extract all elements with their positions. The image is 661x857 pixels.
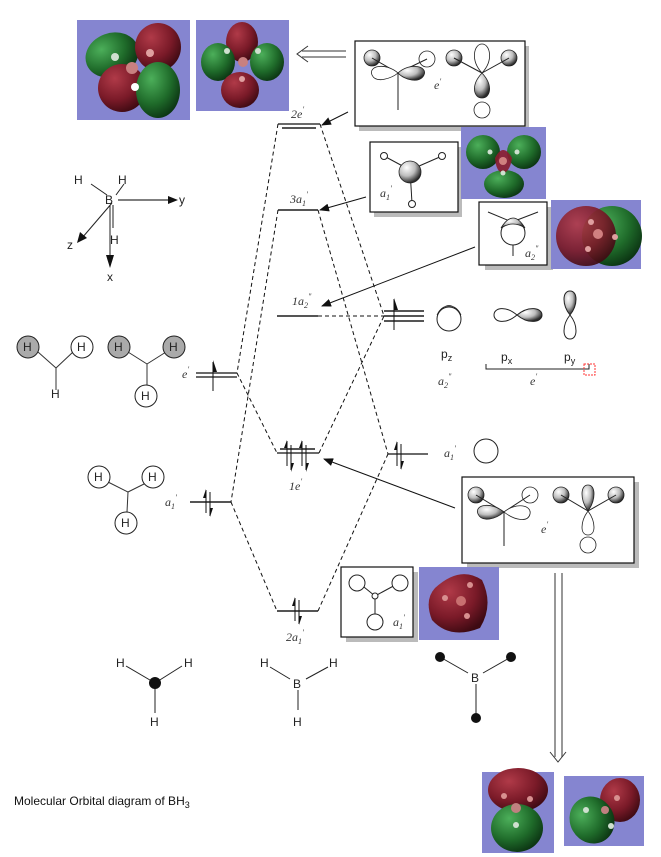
- symmetry-box-a1-upper: a1': [369, 141, 462, 217]
- level-2e: 2e': [278, 105, 320, 129]
- electron-pair-2: [299, 440, 309, 472]
- double-arrow-left-icon: [296, 45, 346, 63]
- z-axis-label: z: [67, 238, 73, 252]
- svg-text:H: H: [77, 340, 86, 354]
- svg-text:a1': a1': [165, 493, 177, 511]
- svg-text:B: B: [105, 193, 113, 207]
- py-orbital: py: [563, 290, 577, 366]
- mo-render-2e-b: [196, 20, 289, 111]
- h3-fragment-e-b: H H H: [107, 335, 186, 408]
- pz-orbital: pz a2": [436, 305, 462, 390]
- svg-text:a1': a1': [444, 444, 456, 462]
- svg-text:2e': 2e': [291, 105, 304, 121]
- x-axis-label: x: [107, 270, 113, 284]
- svg-text:H: H: [169, 340, 178, 354]
- svg-text:py: py: [564, 350, 576, 366]
- svg-text:H: H: [110, 233, 119, 247]
- ligand-level-a1: a1': [165, 489, 231, 517]
- px-orbital: px: [493, 308, 543, 366]
- b-dot-structure: B: [435, 652, 516, 723]
- svg-text:H: H: [148, 470, 157, 484]
- level-2a1: 2a1': [277, 597, 318, 646]
- svg-text:3a1': 3a1': [289, 190, 308, 208]
- level-1e: 1e': [277, 440, 319, 493]
- diagram-caption: Molecular Orbital diagram of BH3: [14, 794, 190, 810]
- svg-text:1a2": 1a2": [292, 292, 312, 310]
- correlation-lines: [230, 123, 389, 612]
- mo-render-1e-a: [482, 768, 554, 853]
- level-1a2: 1a2": [277, 292, 318, 317]
- svg-text:px: px: [501, 350, 513, 366]
- boron-level-p: [384, 298, 424, 330]
- y-axis-label: y: [179, 193, 185, 207]
- svg-text:H: H: [260, 656, 269, 670]
- svg-text:H: H: [116, 656, 125, 670]
- symmetry-box-a2: a2": [478, 201, 553, 270]
- svg-text:H: H: [329, 656, 338, 670]
- svg-text:e': e': [182, 365, 189, 381]
- electron-pair-1: [284, 440, 294, 472]
- boron-level-a1: a1': [388, 438, 499, 470]
- svg-text:H: H: [94, 470, 103, 484]
- s-orbital-icon: [473, 438, 499, 464]
- svg-text:1e': 1e': [289, 477, 302, 493]
- symmetry-box-bottom-e: e': [461, 476, 639, 568]
- h3-fragment-a1: H H H: [87, 465, 165, 535]
- symmetry-box-a1-lower: a1': [340, 566, 418, 642]
- svg-text:H: H: [184, 656, 193, 670]
- svg-text:B: B: [293, 677, 301, 691]
- svg-text:H: H: [141, 389, 150, 403]
- level-3a1: 3a1': [278, 190, 318, 211]
- svg-text:a2": a2": [438, 372, 452, 390]
- error-marker-icon: [583, 363, 596, 376]
- mo-render-1e-b: [564, 776, 644, 846]
- svg-text:H: H: [23, 340, 32, 354]
- svg-text:pz: pz: [441, 347, 453, 363]
- coordinate-axes: H H B H y z x: [67, 173, 185, 284]
- symmetry-box-top-e: e': [354, 40, 529, 131]
- h3-dot-structure: H H H: [116, 656, 193, 729]
- svg-text:H: H: [118, 173, 127, 187]
- svg-text:e': e': [530, 372, 537, 388]
- svg-text:B: B: [471, 671, 479, 685]
- svg-text:e': e': [541, 520, 548, 536]
- svg-text:H: H: [121, 516, 130, 530]
- svg-text:H: H: [114, 340, 123, 354]
- svg-text:H: H: [74, 173, 83, 187]
- svg-text:a1': a1': [380, 184, 392, 202]
- svg-text:H: H: [51, 387, 60, 401]
- top-e-box-label: e': [434, 77, 441, 92]
- double-arrow-down-icon: [549, 573, 567, 763]
- svg-text:2a1': 2a1': [286, 628, 304, 646]
- svg-text:a1': a1': [393, 613, 405, 631]
- e-bracket: e': [485, 363, 596, 388]
- mo-render-2e-a: [77, 20, 190, 120]
- bh3-structure: H H B H: [260, 656, 338, 729]
- svg-text:a2": a2": [525, 244, 539, 262]
- mo-render-3a1: [461, 127, 546, 199]
- svg-text:H: H: [150, 715, 159, 729]
- h3-fragment-e-a: H H H: [16, 335, 94, 401]
- svg-text:H: H: [293, 715, 302, 729]
- ligand-level-e: e': [182, 360, 237, 391]
- pointer-arrows: [319, 111, 476, 509]
- mo-render-2a1: [419, 567, 499, 640]
- mo-render-1a2: [551, 200, 642, 269]
